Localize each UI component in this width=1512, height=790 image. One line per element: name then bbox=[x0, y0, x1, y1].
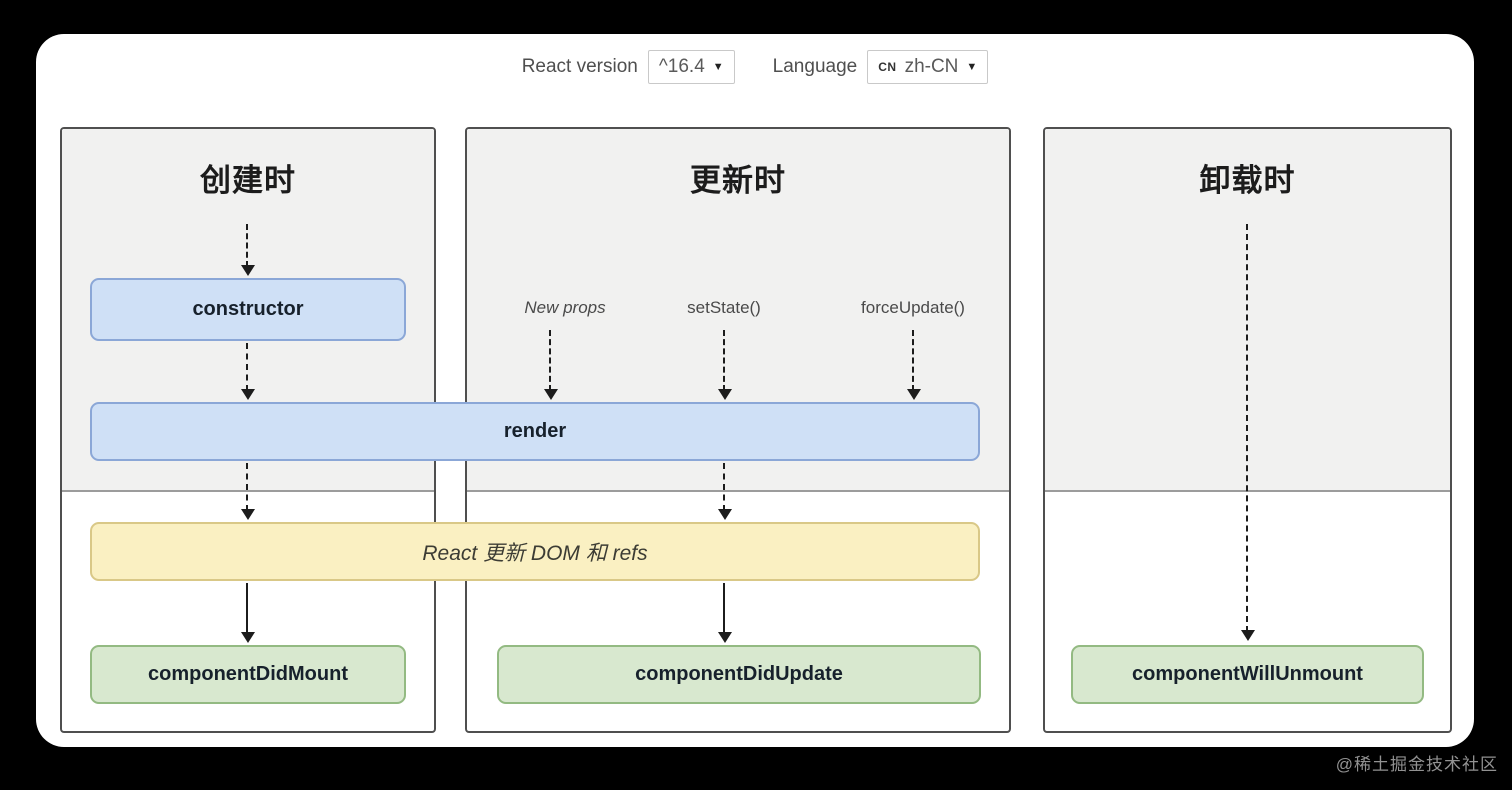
panel-mounting-title: 创建时 bbox=[200, 163, 296, 198]
panel-updating-title: 更新时 bbox=[690, 163, 786, 198]
language-label: Language bbox=[772, 56, 858, 77]
trigger-new-props: New props bbox=[524, 298, 606, 317]
language-value: zh-CN bbox=[904, 56, 959, 77]
component-did-mount-node[interactable]: componentDidMount bbox=[90, 645, 406, 704]
language-select[interactable]: CN zh-CN ▼ bbox=[867, 50, 989, 84]
trigger-set-state: setState() bbox=[687, 298, 761, 317]
trigger-force-update: forceUpdate() bbox=[861, 298, 965, 317]
header-controls: React version ^16.4 ▼ Language CN zh-CN … bbox=[36, 50, 1474, 84]
constructor-node[interactable]: constructor bbox=[90, 278, 406, 341]
language-flag: CN bbox=[878, 60, 897, 74]
diagram-card: React version ^16.4 ▼ Language CN zh-CN … bbox=[36, 34, 1474, 747]
component-did-update-node[interactable]: componentDidUpdate bbox=[497, 645, 981, 704]
render-node[interactable]: render bbox=[90, 402, 980, 461]
react-dom-update-node: React 更新 DOM 和 refs bbox=[90, 522, 980, 581]
react-version-label: React version bbox=[521, 56, 638, 77]
panel-unmounting-title: 卸载时 bbox=[1199, 163, 1296, 198]
chevron-down-icon: ▼ bbox=[712, 60, 724, 73]
react-version-select[interactable]: ^16.4 ▼ bbox=[647, 50, 735, 84]
react-version-value: ^16.4 bbox=[658, 56, 705, 77]
component-will-unmount-node[interactable]: componentWillUnmount bbox=[1071, 645, 1424, 704]
watermark: @稀土掘金技术社区 bbox=[1335, 755, 1498, 774]
chevron-down-icon: ▼ bbox=[966, 60, 978, 73]
